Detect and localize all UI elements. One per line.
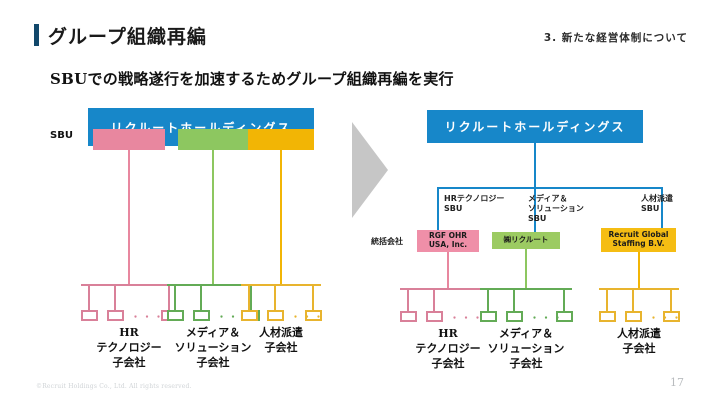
page-title: グループ組織再編	[48, 26, 207, 48]
group-label: 人材派遣子会社	[259, 326, 303, 354]
subsidiary-box	[663, 311, 680, 322]
subsidiary-box	[556, 311, 573, 322]
company-drop-line-3	[638, 252, 640, 288]
after-g2-bar	[480, 288, 572, 290]
before-g1-bar	[81, 284, 177, 286]
subsidiary-box	[305, 310, 322, 321]
sbu-drop-line-2	[212, 150, 214, 284]
sbu-stem-2	[534, 187, 536, 232]
holdings-trunk	[534, 143, 536, 187]
before-g3-bar	[241, 284, 321, 286]
after-g2-stem-1	[487, 288, 489, 311]
subsidiary-box	[625, 311, 642, 322]
sbu-block-staffing	[248, 129, 314, 150]
holding-company-label: 統括会社	[371, 237, 403, 246]
sbu-block-media-solution	[178, 129, 248, 150]
copyright-text: ©Recruit Holdings Co., Ltd. All rights r…	[36, 383, 192, 390]
after-g1-bar	[400, 288, 496, 290]
subsidiary-box	[81, 310, 98, 321]
transition-arrow-icon	[352, 122, 388, 218]
after-g2-stem-2	[513, 288, 515, 311]
sbu-stem-1	[437, 187, 439, 232]
subsidiary-box	[426, 311, 443, 322]
section-label: 3. 新たな経営体制について	[543, 32, 688, 44]
before-g2-stem-2	[200, 284, 202, 310]
subsidiary-box	[267, 310, 284, 321]
subsidiary-box	[241, 310, 258, 321]
after-g1-stem-2	[433, 288, 435, 311]
after-g3-ellipsis: ・・・	[649, 313, 684, 323]
before-g1-ellipsis: ・・・	[131, 312, 166, 322]
before-g3-stem-3	[312, 284, 314, 310]
subsidiary-box	[167, 310, 184, 321]
subsidiary-box	[506, 311, 523, 322]
after-g2-stem-3	[563, 288, 565, 311]
company-box-2: ㈱リクルート	[492, 232, 560, 249]
subsidiary-box	[400, 311, 417, 322]
after-g2-ellipsis: ・・・	[530, 313, 565, 323]
before-g1-stem-1	[88, 284, 90, 310]
group-label: メディア＆ソリューション子会社	[487, 327, 565, 370]
sbu-drop-line-3	[280, 150, 282, 284]
before-g2-stem-3	[250, 284, 252, 310]
sbu-block-hr-technology	[93, 129, 165, 150]
subsidiary-box	[193, 310, 210, 321]
subsidiary-box	[599, 311, 616, 322]
company-drop-line-2	[525, 249, 527, 288]
before-g2-bar	[167, 284, 259, 286]
sbu-bar	[437, 187, 663, 189]
before-g3-stem-1	[248, 284, 250, 310]
before-g3-ellipsis: ・・・	[291, 312, 326, 322]
before-g2-ellipsis: ・・・	[217, 312, 252, 322]
company-drop-line-1	[447, 252, 449, 288]
before-g1-stem-2	[114, 284, 116, 310]
sbu-side-label: SBU	[50, 130, 73, 141]
subsidiary-box	[480, 311, 497, 322]
after-g1-stem-1	[407, 288, 409, 311]
before-g1-stem-3	[168, 284, 170, 310]
page-number: 17	[670, 376, 684, 389]
after-g3-stem-3	[670, 288, 672, 311]
title-accent-bar	[34, 24, 39, 46]
holdings-header-after: リクルートホールディングス	[427, 110, 643, 143]
sbu-stem-3	[661, 187, 663, 232]
sbu-drop-line-1	[128, 150, 130, 284]
before-g2-stem-1	[174, 284, 176, 310]
after-g3-bar	[599, 288, 679, 290]
after-g3-stem-1	[606, 288, 608, 311]
after-g3-stem-2	[632, 288, 634, 311]
lead-statement: SBUでの戦略遂行を加速するためグループ組織再編を実行	[50, 70, 454, 88]
subsidiary-box	[107, 310, 124, 321]
group-label: メディア＆ソリューション子会社	[174, 326, 252, 369]
group-label: 人材派遣子会社	[617, 327, 661, 355]
after-g1-ellipsis: ・・・	[450, 313, 485, 323]
before-g3-stem-2	[274, 284, 276, 310]
